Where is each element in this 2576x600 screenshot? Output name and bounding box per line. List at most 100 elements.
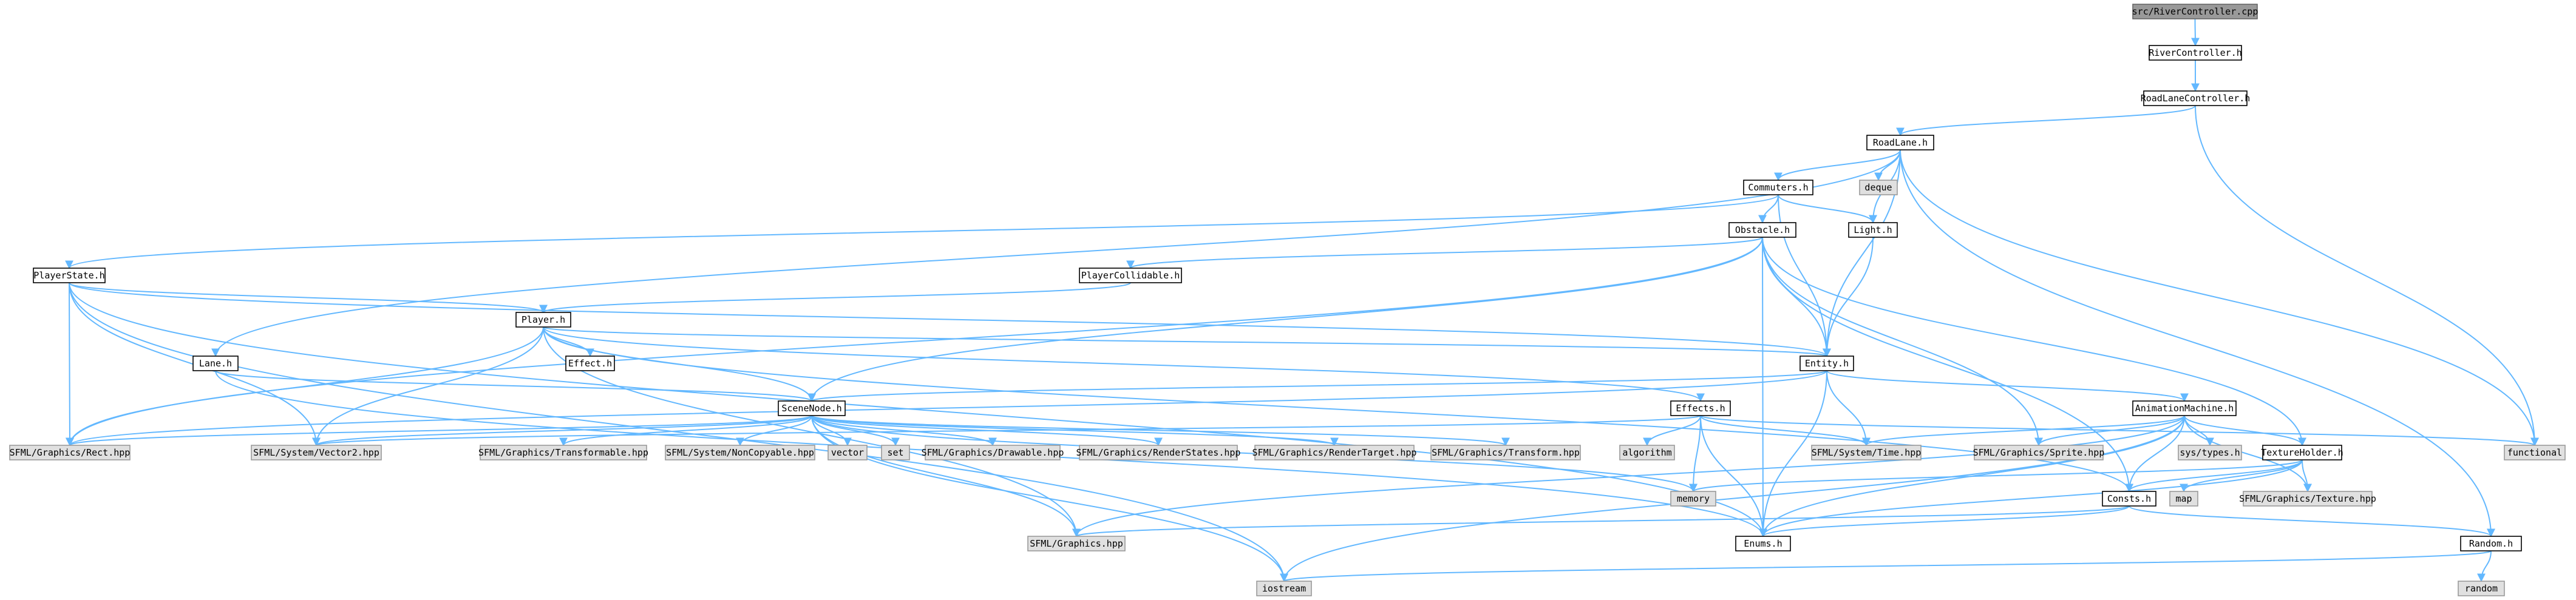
node-box bbox=[2102, 491, 2156, 507]
edge-effects-to-vector2 bbox=[313, 415, 1701, 447]
node-label: algorithm bbox=[1622, 447, 1671, 458]
node-label: Consts.h bbox=[2107, 493, 2151, 504]
node-transformable: SFML/Graphics/Transformable.hpp bbox=[478, 445, 648, 460]
node-rect: SFML/Graphics/Rect.hpp bbox=[9, 445, 131, 460]
node-box bbox=[33, 268, 106, 283]
edge-consts-to-random bbox=[2129, 505, 2495, 538]
node-label: AnimationMachine.h bbox=[2135, 403, 2234, 414]
node-effecth[interactable]: Effect.h bbox=[565, 356, 615, 371]
node-textureholder[interactable]: TextureHolder.h bbox=[2261, 445, 2343, 460]
edge-consts-to-enums bbox=[1759, 505, 2130, 538]
node-label: SceneNode.h bbox=[781, 403, 841, 414]
node-box bbox=[1079, 268, 1182, 283]
edge-consts-to-graphics bbox=[1072, 505, 2130, 538]
edge-laneh-to-scenenode bbox=[215, 370, 816, 402]
edge-animmachine-to-iostream bbox=[1280, 415, 2185, 582]
node-box bbox=[2143, 90, 2248, 106]
node-box bbox=[2504, 445, 2566, 460]
node-label: Entity.h bbox=[1805, 358, 1849, 369]
node-label: Effect.h bbox=[568, 358, 612, 369]
node-obstacle[interactable]: Obstacle.h bbox=[1728, 222, 1796, 238]
node-label: SFML/Graphics/Drawable.hpp bbox=[922, 447, 1064, 458]
node-label: RoadLane.h bbox=[1873, 137, 1928, 148]
edge-scenenode-to-memory bbox=[811, 415, 1698, 493]
node-playerstate[interactable]: PlayerState.h bbox=[33, 268, 106, 283]
node-laneh[interactable]: Lane.h bbox=[192, 356, 239, 371]
node-iostream: iostream bbox=[1256, 581, 1312, 596]
node-map: map bbox=[2169, 491, 2198, 507]
node-playercollidable[interactable]: PlayerCollidable.h bbox=[1079, 268, 1182, 283]
node-label: vector bbox=[831, 447, 864, 458]
node-label: Light.h bbox=[1854, 224, 1892, 235]
node-label: Random.h bbox=[2469, 538, 2513, 549]
node-box bbox=[2149, 45, 2242, 61]
node-box bbox=[515, 312, 571, 328]
node-label: iostream bbox=[1262, 583, 1306, 594]
edge-commuters-to-light bbox=[1778, 194, 1877, 224]
node-box bbox=[2178, 445, 2242, 460]
edge-obstacle-to-enums bbox=[1758, 237, 1767, 538]
edge-entity-to-rect bbox=[66, 370, 1827, 447]
edge-root-to-riverh bbox=[2190, 18, 2200, 47]
node-riverh[interactable]: RiverController.h bbox=[2149, 45, 2242, 61]
node-box bbox=[1256, 581, 1312, 596]
node-consts[interactable]: Consts.h bbox=[2102, 491, 2156, 507]
node-label: Enums.h bbox=[1744, 538, 1782, 549]
node-box bbox=[2132, 400, 2237, 416]
node-box bbox=[1848, 222, 1898, 238]
node-box bbox=[1027, 536, 1126, 551]
node-label: functional bbox=[2507, 447, 2562, 458]
edge-effects-to-memory bbox=[1689, 415, 1701, 493]
node-commuters[interactable]: Commuters.h bbox=[1743, 180, 1813, 195]
node-box bbox=[565, 356, 615, 371]
node-scenenode[interactable]: SceneNode.h bbox=[778, 400, 846, 416]
node-box bbox=[1728, 222, 1796, 238]
node-player[interactable]: Player.h bbox=[515, 312, 571, 328]
edge-entity-to-scenenode bbox=[807, 370, 1827, 402]
edge-scenenode-to-transformable bbox=[559, 415, 812, 447]
edge-animmachine-to-time bbox=[1862, 415, 2185, 447]
edge-obstacle-to-consts bbox=[1762, 237, 2133, 493]
edge-effects-to-enums bbox=[1700, 415, 1767, 538]
edge-effects-to-functional bbox=[1700, 415, 2539, 447]
node-graphics: SFML/Graphics.hpp bbox=[1027, 536, 1126, 551]
node-box bbox=[1811, 445, 1922, 460]
node-label: set bbox=[887, 447, 903, 458]
node-box bbox=[665, 445, 815, 460]
node-effects[interactable]: Effects.h bbox=[1670, 400, 1731, 416]
node-rendertarget: SFML/Graphics/RenderTarget.hpp bbox=[1252, 445, 1417, 460]
node-roadlane[interactable]: RoadLane.h bbox=[1866, 135, 1934, 150]
node-label: SFML/Graphics/RenderStates.hpp bbox=[1076, 447, 1241, 458]
node-label: SFML/Graphics/RenderTarget.hpp bbox=[1252, 447, 1417, 458]
node-random[interactable]: Random.h bbox=[2460, 536, 2522, 551]
edge-roadlane-to-laneh bbox=[211, 149, 1901, 357]
node-enums[interactable]: Enums.h bbox=[1735, 536, 1791, 551]
file-nodes: src/RiverController.cppRiverController.h… bbox=[9, 4, 2566, 596]
node-randomlib: random bbox=[2458, 581, 2505, 596]
node-label: SFML/System/Time.hpp bbox=[1812, 447, 1922, 458]
edge-roadlanectl-to-roadlane bbox=[1896, 105, 2196, 137]
edge-playercollidable-to-player bbox=[539, 282, 1131, 314]
node-entity[interactable]: Entity.h bbox=[1799, 356, 1854, 371]
edge-player-to-rect bbox=[66, 326, 544, 447]
edge-light-to-entity bbox=[1823, 237, 1874, 357]
node-box bbox=[1619, 445, 1675, 460]
edge-scenenode-to-set bbox=[811, 415, 900, 447]
node-label: SFML/Graphics/Transform.hpp bbox=[1432, 447, 1580, 458]
edge-scenenode-to-graphics bbox=[811, 415, 1081, 538]
node-label: SFML/Graphics.hpp bbox=[1030, 538, 1123, 549]
node-roadlanectl[interactable]: RoadLaneController.h bbox=[2141, 90, 2251, 106]
edge-entity-to-enums bbox=[1759, 370, 1827, 538]
node-animmachine[interactable]: AnimationMachine.h bbox=[2132, 400, 2237, 416]
node-box bbox=[1735, 536, 1791, 551]
edge-effects-to-time bbox=[1700, 415, 1871, 447]
edge-scenenode-to-vector bbox=[811, 415, 852, 447]
node-light[interactable]: Light.h bbox=[1848, 222, 1898, 238]
node-drawable: SFML/Graphics/Drawable.hpp bbox=[922, 445, 1064, 460]
edge-roadlane-to-functional bbox=[1900, 149, 2539, 447]
node-label: deque bbox=[1864, 182, 1892, 193]
node-label: sys/types.h bbox=[2180, 447, 2240, 458]
node-root[interactable]: src/RiverController.cpp bbox=[2132, 4, 2258, 19]
node-label: SFML/Graphics/Transformable.hpp bbox=[478, 447, 648, 458]
